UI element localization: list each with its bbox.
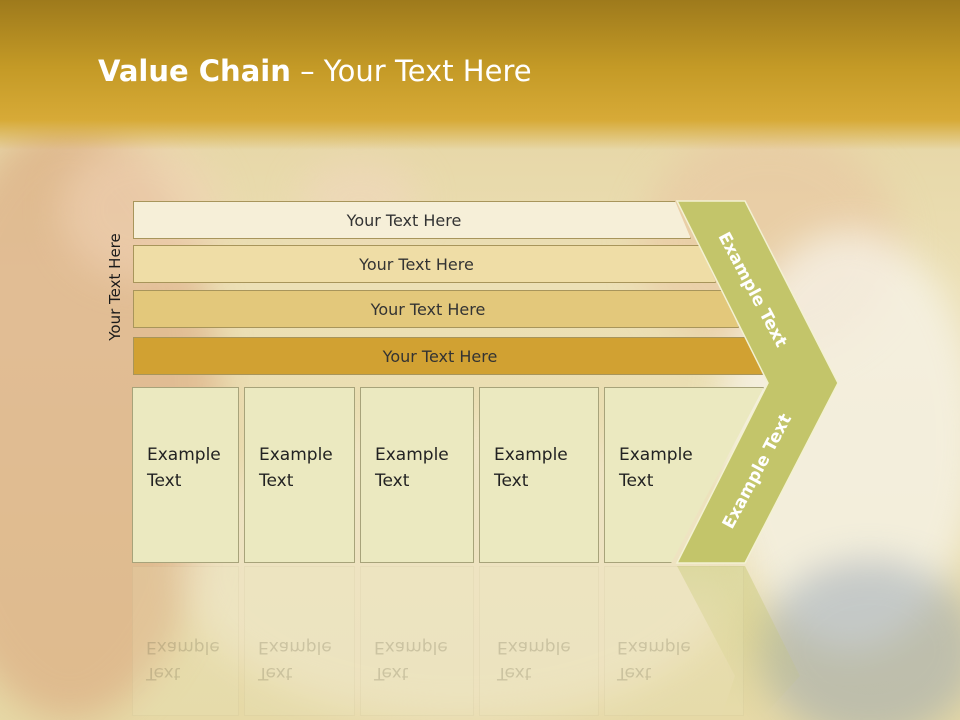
column-4: Example Text [479,387,599,563]
chevron-reflection [677,566,800,720]
band-4-label: Your Text Here [382,346,498,366]
chevron-shape [675,200,839,564]
column-2-line1: Example [259,445,333,465]
column-1-line1: Example [147,445,221,465]
band-3: Your Text Here [133,290,739,328]
column-3-line2: Text [375,471,410,491]
column-1-line2: Text [147,471,182,491]
header-bar [0,0,960,150]
column-4-line1: Example [494,445,568,465]
title-rest: – Your Text Here [290,54,532,88]
column-4-line2: Text [494,471,529,491]
slide-title: Value Chain – Your Text Here [98,54,532,88]
column-5-line2: Text [619,471,654,491]
band-1-label: Your Text Here [346,210,462,230]
column-5-line1: Example [619,445,693,465]
band-4: Your Text Here [133,337,763,375]
title-bold: Value Chain [98,54,291,88]
band-2: Your Text Here [133,245,716,283]
band-3-label: Your Text Here [370,299,486,319]
column-3-line1: Example [375,445,449,465]
column-2: Example Text [244,387,355,563]
column-2-line2: Text [259,471,294,491]
column-1: Example Text [132,387,239,563]
column-3: Example Text [360,387,474,563]
band-2-label: Your Text Here [359,254,474,274]
band-1: Your Text Here [133,201,691,239]
